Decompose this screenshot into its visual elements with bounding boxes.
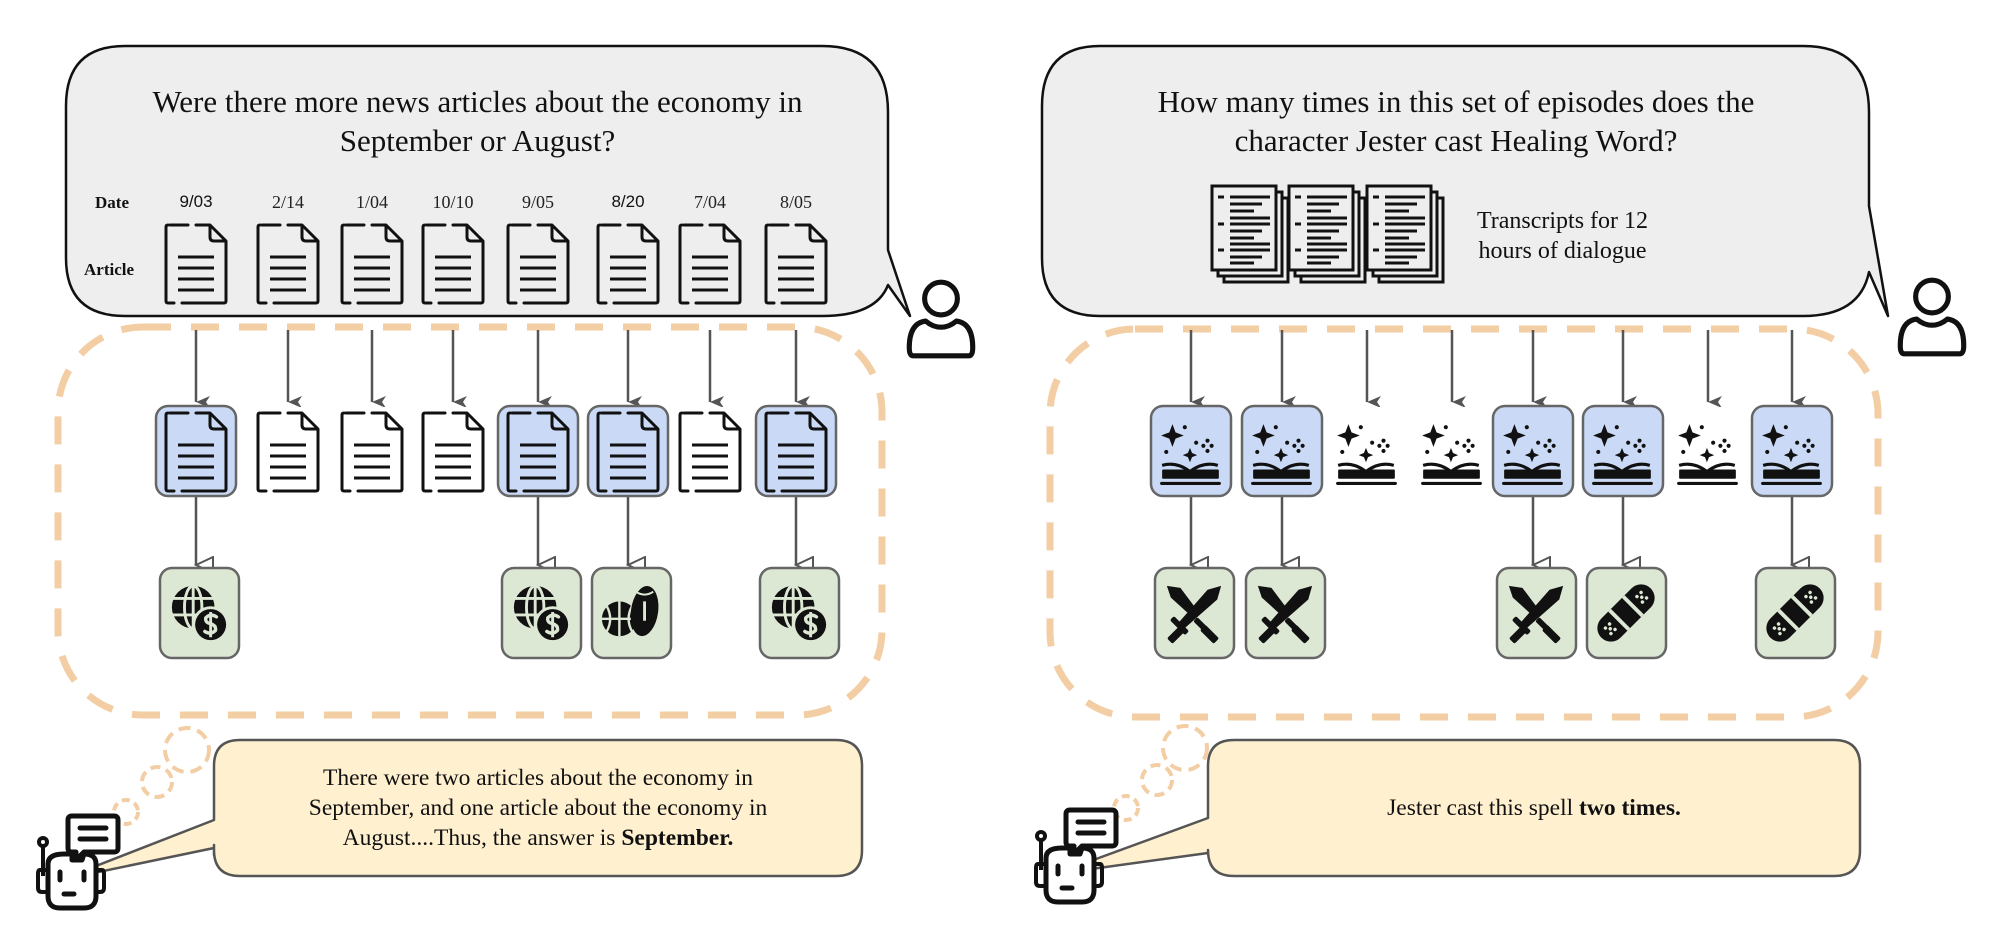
thought-bubble-large: [1161, 724, 1209, 772]
episode-column: [1675, 330, 1740, 486]
article-column: [154, 330, 241, 660]
question-line: September or August?: [339, 123, 616, 158]
user-icon: [909, 282, 972, 356]
answer-bold: two times.: [1579, 795, 1681, 821]
article-column: [340, 330, 404, 493]
article-date: 8/05: [779, 192, 812, 212]
article-column: [754, 330, 841, 660]
document-icon: [421, 411, 485, 493]
selected-highlight: [496, 404, 580, 498]
answer-prefix: August....Thus, the answer is: [342, 825, 622, 851]
thought-bubble-medium: [140, 765, 174, 799]
user-icon: [1900, 280, 1963, 354]
right-answer-bubble: [1053, 738, 1862, 878]
question-line: Were there more news articles about the …: [152, 84, 803, 119]
episode-column: [1419, 330, 1484, 486]
right-panel: [1040, 44, 1890, 878]
transcript-caption: Transcripts for 12 hours of dialogue: [1455, 206, 1670, 266]
transcripts-icon: [1210, 184, 1445, 284]
spellbook-icon: [1419, 422, 1484, 486]
selected-highlight: [754, 404, 838, 498]
article-date: 9/03: [179, 192, 213, 211]
selected-highlight: [154, 404, 238, 498]
answer-prefix: Jester cast this spell: [1387, 795, 1580, 821]
article-column: [496, 330, 583, 660]
document-icon: [256, 411, 320, 493]
article-date: 8/20: [611, 192, 645, 211]
answer-line: September, and one article about the eco…: [308, 795, 768, 821]
article-date: 10/10: [432, 192, 474, 212]
document-icon: [340, 411, 404, 493]
article-date: 2/14: [271, 192, 304, 212]
spellbook-icon: [1334, 422, 1399, 486]
thought-bubble-small: [112, 798, 140, 826]
article-column: [678, 330, 742, 493]
answer-bold: September.: [621, 825, 734, 851]
right-retrieval-region: [1046, 325, 1882, 721]
article-date: 1/04: [355, 192, 388, 212]
left-answer-bubble: [58, 738, 864, 882]
article-row-label: Article: [84, 260, 135, 279]
article-column: [586, 330, 673, 660]
episode-column: [1750, 330, 1837, 660]
article-date: 9/05: [521, 192, 554, 212]
left-answer-text: There were two articles about the econom…: [220, 742, 856, 874]
left-panel: [54, 44, 912, 882]
left-retrieval-region: [54, 323, 886, 719]
thought-bubble-small: [1112, 794, 1140, 822]
spellbook-icon: [1675, 422, 1740, 486]
episode-column: [1581, 330, 1668, 660]
episode-column: [1334, 330, 1399, 486]
article-date: 7/04: [693, 192, 726, 212]
episode-column: [1240, 330, 1327, 660]
question-line: character Jester cast Healing Word?: [1234, 123, 1678, 158]
episode-column: [1491, 330, 1578, 660]
document-icon: [678, 411, 742, 493]
answer-line: August....Thus, the answer is September.: [309, 823, 767, 853]
left-question-bubble: [64, 44, 912, 318]
article-column: [421, 330, 485, 493]
selected-highlight: [586, 404, 670, 498]
question-line: How many times in this set of episodes d…: [1157, 84, 1755, 119]
thought-bubble-medium: [1140, 763, 1174, 797]
left-question: Were there more news articles about the …: [70, 82, 885, 160]
date-row-label: Date: [95, 193, 129, 212]
thought-bubble-large: [163, 726, 211, 774]
article-column: [256, 330, 320, 493]
answer-line: There were two articles about the econom…: [322, 765, 753, 791]
caption-line: Transcripts for 12: [1476, 208, 1649, 234]
right-question: How many times in this set of episodes d…: [1046, 82, 1866, 160]
caption-line: hours of dialogue: [1478, 238, 1647, 264]
episode-column: [1149, 330, 1236, 660]
right-answer-text: Jester cast this spell two times.: [1214, 742, 1854, 874]
